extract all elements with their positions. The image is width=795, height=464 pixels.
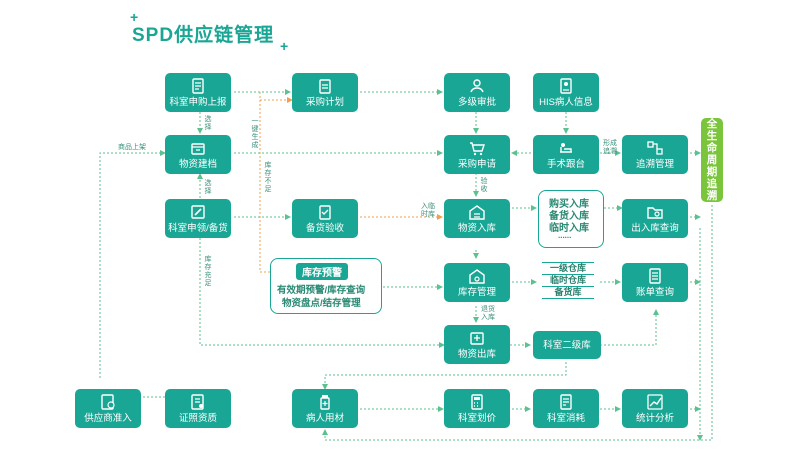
calculator-icon: [471, 394, 483, 410]
node-label: 科室二级库: [543, 339, 591, 351]
node-label: 科室申领/备货: [168, 223, 228, 234]
annotation-stock-insufficient: 库存不足: [264, 162, 272, 193]
divider: [542, 262, 594, 263]
lifecycle-trace-bar: 全生命周期追溯: [701, 118, 723, 202]
shopping-cart-icon: [470, 142, 485, 156]
node-dept-consumption[interactable]: 科室消耗: [533, 389, 599, 428]
warehouse-level: 备货库: [554, 287, 582, 297]
edit-form-icon: [191, 205, 205, 219]
certificate-icon: [191, 394, 204, 410]
trace-flow-icon: [647, 141, 663, 155]
node-label: 物资建档: [178, 159, 217, 170]
divider: [542, 274, 594, 275]
warehouse-levels: 一级仓库 临时仓库 备货库: [538, 262, 598, 299]
inventory-alert-tag: 库存预警: [296, 263, 348, 280]
node-dept-purchase-report[interactable]: 科室申购上报: [165, 73, 231, 112]
node-dept-secondary-warehouse[interactable]: 科室二级库: [533, 331, 601, 359]
node-trace-management[interactable]: 追溯管理: [622, 135, 688, 174]
node-label: 库存管理: [457, 287, 496, 298]
node-purchase-plan[interactable]: 采购计划: [292, 73, 358, 112]
node-label: 手术跟台: [546, 159, 585, 170]
inbound-type: 备货入库: [549, 211, 589, 222]
node-patient-materials[interactable]: 病人用材: [292, 389, 358, 428]
node-label: 采购计划: [305, 97, 344, 108]
node-label: 统计分析: [635, 413, 674, 424]
node-inventory-management[interactable]: 库存管理: [444, 263, 510, 302]
checklist-icon: [319, 205, 331, 220]
warehouse-icon: [469, 205, 485, 220]
node-label: 追溯管理: [635, 159, 674, 170]
node-certificate-qualification[interactable]: 证照资质: [165, 389, 231, 428]
annotation-stock-sufficient: 库存充足: [204, 256, 212, 287]
node-dept-pricing[interactable]: 科室划价: [444, 389, 510, 428]
divider: [542, 298, 594, 299]
annotation-temporary-inbound: 入临时库: [421, 203, 435, 218]
annotation-product-listing: 商品上架: [118, 144, 146, 151]
node-label: 供应商准入: [84, 413, 132, 424]
node-statistical-analysis[interactable]: 统计分析: [622, 389, 688, 428]
node-material-inbound[interactable]: 物资入库: [444, 199, 510, 238]
node-material-archive[interactable]: 物资建档: [165, 135, 231, 174]
node-label: 证照资质: [178, 413, 217, 424]
annotation-select: 选择: [204, 180, 212, 195]
supplier-badge-icon: [101, 394, 115, 410]
warehouse-level: 临时仓库: [549, 275, 586, 285]
node-label: 病人用材: [305, 413, 344, 424]
node-label: 账单查询: [635, 287, 674, 298]
node-label: 物资出库: [457, 349, 496, 360]
node-bill-query[interactable]: 账单查询: [622, 263, 688, 302]
patient-record-icon: [560, 78, 572, 94]
clipboard-icon: [319, 79, 331, 94]
archive-box-icon: [191, 143, 205, 155]
surgery-bed-icon: [560, 143, 572, 153]
search-folder-icon: [647, 207, 663, 219]
node-label: 物资入库: [457, 223, 496, 234]
inbound-type: 临时入库: [549, 223, 589, 234]
inventory-alert-line: 物资盘点/结存管理: [282, 298, 361, 309]
consumption-list-icon: [560, 394, 572, 410]
document-list-icon: [192, 78, 204, 94]
node-inbound-query[interactable]: 出入库查询: [622, 199, 688, 238]
page-title: SPD供应链管理: [132, 25, 275, 46]
annotation-one-click-generate: 一键生成: [251, 118, 259, 149]
inbound-type-more: ......: [558, 231, 572, 240]
node-label: HIS病人信息: [539, 97, 593, 108]
annotation-select: 选择: [204, 116, 212, 131]
plus-icon: +: [130, 9, 139, 25]
node-label: 出入库查询: [631, 223, 679, 234]
node-supplier-access[interactable]: 供应商准入: [75, 389, 141, 428]
node-label: 科室申购上报: [169, 97, 227, 108]
node-label: 科室消耗: [546, 413, 585, 424]
node-label: 备货验收: [305, 223, 344, 234]
user-check-icon: [470, 79, 484, 93]
warehouse-gear-icon: [469, 269, 485, 284]
inbound-type: 购买入库: [549, 199, 589, 210]
node-stock-acceptance[interactable]: 备货验收: [292, 199, 358, 238]
annotation-acceptance: 验收: [480, 178, 488, 193]
node-dept-requisition[interactable]: 科室申领/备货: [165, 199, 231, 238]
node-purchase-request[interactable]: 采购申请: [444, 135, 510, 174]
divider: [542, 286, 594, 287]
node-label: 科室划价: [457, 413, 496, 424]
node-material-outbound[interactable]: 物资出库: [444, 325, 510, 364]
annotation-return-inbound: 退货入库: [481, 306, 495, 321]
plus-icon: +: [280, 38, 289, 54]
medicine-bottle-icon: [320, 395, 330, 410]
annotation-form-trace: 形成追溯: [603, 140, 617, 155]
warehouse-level: 一级仓库: [549, 263, 586, 273]
lifecycle-label: 全生命周期追溯: [706, 118, 718, 202]
node-surgery-followup[interactable]: 手术跟台: [533, 135, 599, 174]
inbound-types-callout: [538, 190, 604, 248]
line-chart-icon: [647, 394, 663, 410]
inventory-alert-line: 有效期预警/库存查询: [277, 285, 366, 296]
node-his-patient-info[interactable]: HIS病人信息: [533, 73, 599, 112]
bill-icon: [649, 268, 661, 284]
node-multi-approval[interactable]: 多级审批: [444, 73, 510, 112]
node-label: 多级审批: [457, 97, 496, 108]
outbound-box-icon: [470, 332, 484, 345]
node-label: 采购申请: [457, 159, 496, 170]
